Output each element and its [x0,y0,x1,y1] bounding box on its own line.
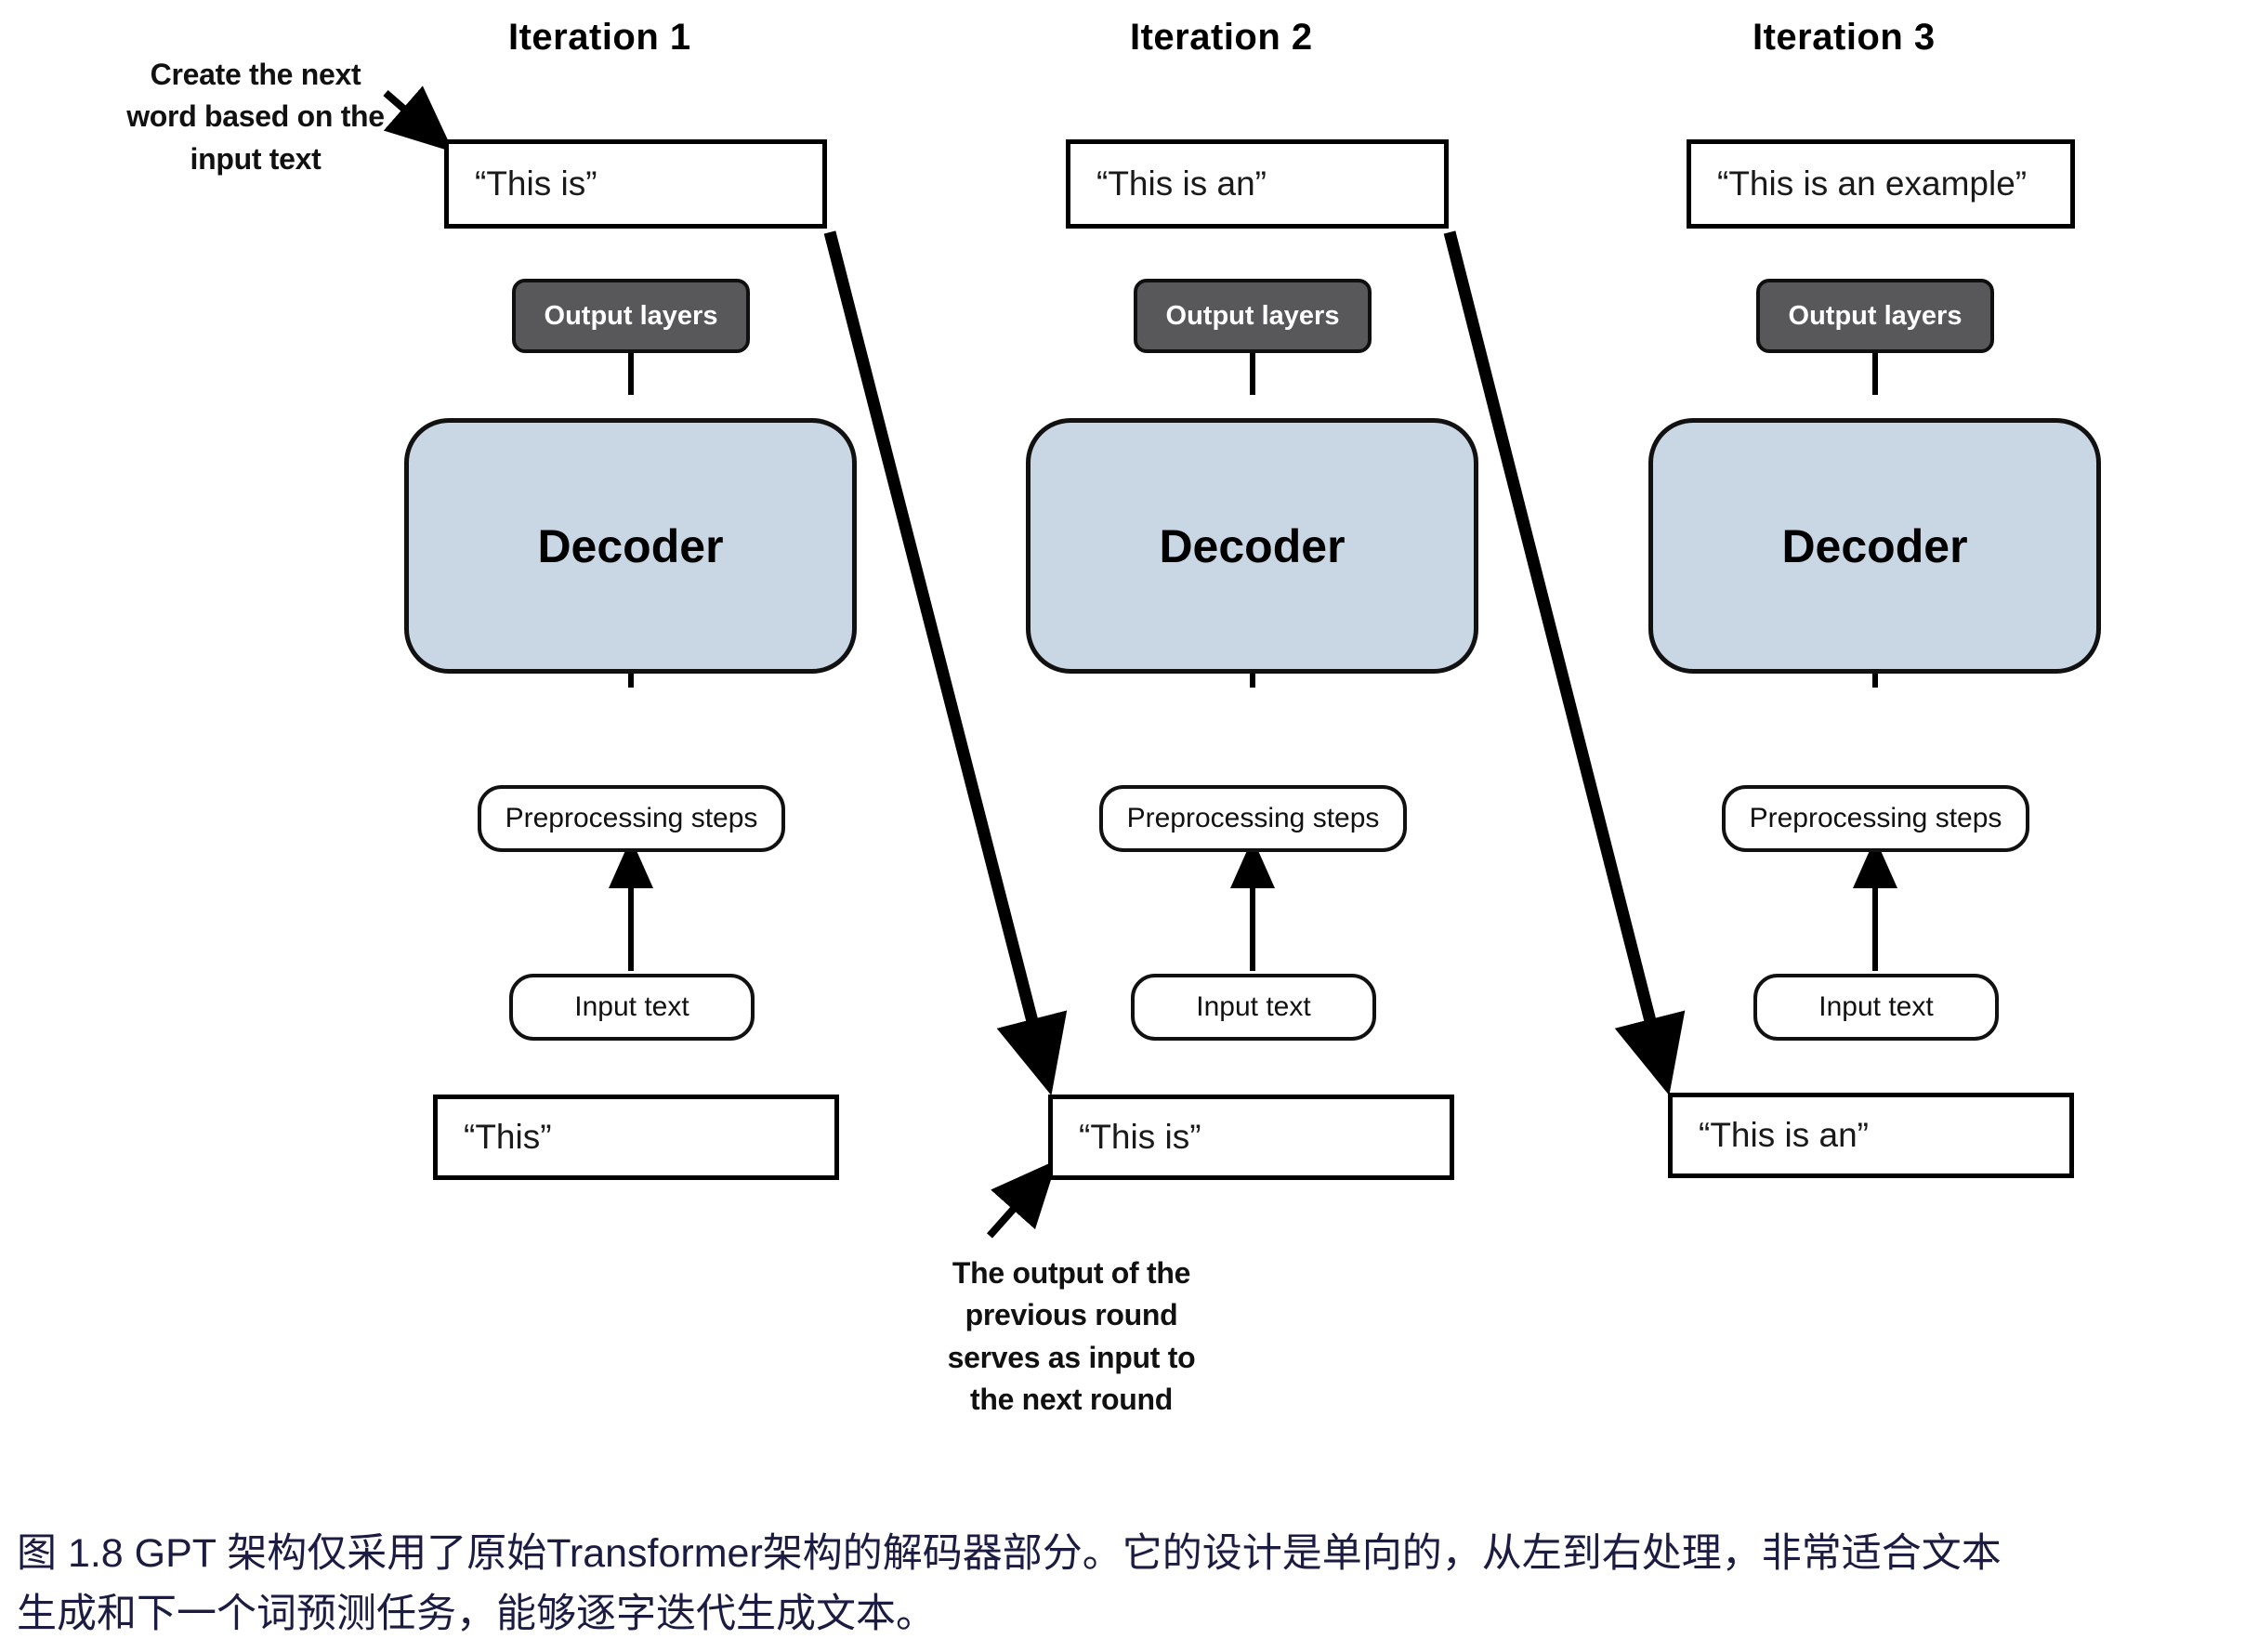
figure-caption: 图 1.8 GPT 架构仅采用了原始Transformer架构的解码器部分。它的… [17,1524,2247,1645]
output-layers-box-iteration-3: Output layers [1756,279,1994,353]
input-text-box-iteration-1: Input text [509,974,755,1041]
annotation-line: word based on the [126,99,385,134]
annotation-line: serves as input to [947,1340,1196,1374]
input-text-box-iteration-2: Input text [1131,974,1376,1041]
preprocessing-box-iteration-3: Preprocessing steps [1722,785,2029,852]
column-title-iteration-2: Iteration 2 [1130,17,1313,58]
annotation-line: Create the next [150,58,361,91]
caption-line-2: 生成和下一个词预测任务，能够逐字迭代生成文本。 [17,1592,936,1637]
carryover-arrow-1-to-2 [823,230,1068,1095]
output-text-box-iteration-1: “This is” [444,139,827,229]
column-title-iteration-1: Iteration 1 [508,17,691,58]
input-string-box-iteration-1: “This” [433,1095,839,1180]
input-string-box-iteration-2: “This is” [1048,1095,1454,1180]
annotation-arrow-bottom [987,1160,1057,1239]
preprocessing-box-iteration-2: Preprocessing steps [1099,785,1407,852]
output-layers-box-iteration-2: Output layers [1134,279,1372,353]
output-text-box-iteration-3: “This is an example” [1687,139,2075,229]
annotation-line: The output of the [952,1256,1191,1290]
caption-line-1: 图 1.8 GPT 架构仅采用了原始Transformer架构的解码器部分。它的… [17,1531,2002,1576]
annotation-line: the next round [969,1383,1174,1417]
preprocessing-box-iteration-1: Preprocessing steps [478,785,785,852]
decoder-box-iteration-3: Decoder [1648,418,2101,674]
decoder-box-iteration-1: Decoder [404,418,857,674]
annotation-create-next-word: Create the next word based on the input … [102,54,409,180]
annotation-line: previous round [965,1298,1178,1332]
input-string-box-iteration-3: “This is an” [1668,1093,2074,1178]
output-text-box-iteration-2: “This is an” [1066,139,1449,229]
column-title-iteration-3: Iteration 3 [1753,17,1936,58]
carryover-arrow-2-to-3 [1443,230,1686,1095]
output-layers-box-iteration-1: Output layers [512,279,750,353]
annotation-output-feeds-next-round: The output of the previous round serves … [899,1252,1243,1422]
decoder-box-iteration-2: Decoder [1026,418,1478,674]
input-text-box-iteration-3: Input text [1753,974,1999,1041]
annotation-line: input text [190,141,322,176]
